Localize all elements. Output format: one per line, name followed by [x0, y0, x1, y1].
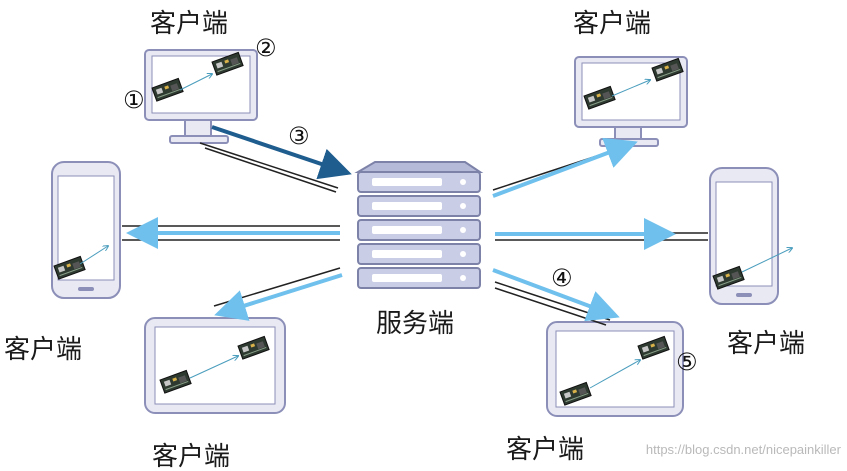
connection-top-right: [492, 137, 638, 198]
monitor-icon-top-left: [144, 49, 258, 144]
monitor-icon-top-right: [574, 56, 688, 147]
client-label-left: 客户端: [4, 335, 82, 365]
server-label: 服务端: [376, 309, 454, 339]
connection-bottom-left: [213, 267, 343, 321]
client-label-top-left: 客户端: [150, 9, 228, 39]
server-rack-icon: [354, 161, 484, 289]
tablet-icon-bottom-left: [144, 317, 286, 414]
connection-top-left: [199, 125, 352, 193]
step-2-marker: ②: [255, 34, 277, 62]
client-label-top-right: 客户端: [573, 9, 651, 39]
tablet-icon-bottom-right: [546, 321, 684, 417]
client-label-right: 客户端: [727, 329, 805, 359]
step-3-marker: ③: [288, 122, 310, 150]
phone-icon-right: [709, 167, 792, 305]
step-4-marker: ④: [551, 264, 573, 292]
connection-right: [495, 218, 708, 250]
client-label-bottom-right: 客户端: [506, 435, 584, 465]
client-label-bottom-left: 客户端: [152, 442, 230, 471]
watermark-url: https://blog.csdn.net/nicepainkiller: [645, 442, 841, 457]
step-1-marker: ①: [123, 86, 145, 114]
connection-left: [122, 217, 340, 249]
step-5-marker: ⑤: [676, 348, 698, 376]
connection-bottom-right: [492, 268, 620, 326]
phone-icon-left: [51, 161, 121, 299]
